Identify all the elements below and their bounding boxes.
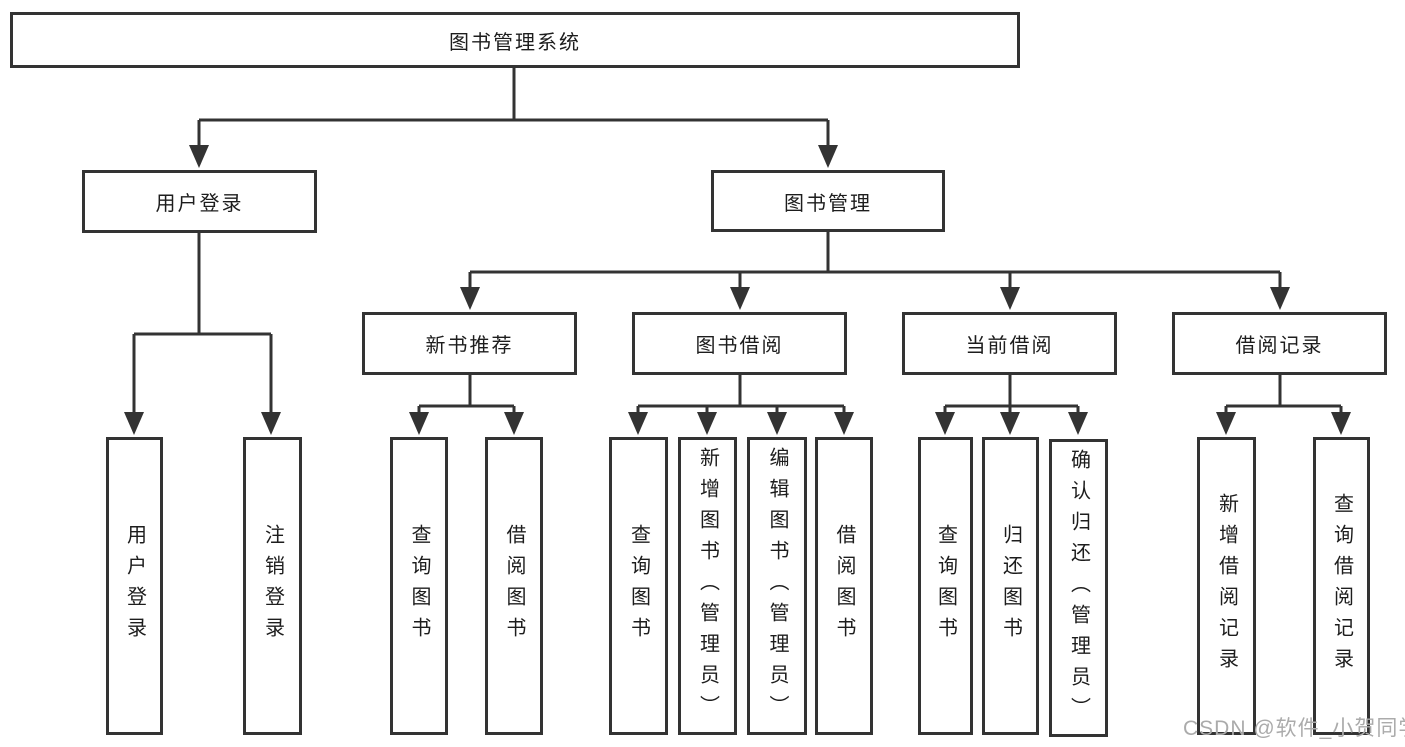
node-library-system: 图书管理系统 <box>10 12 1020 68</box>
node-book-borrow: 图书借阅 <box>632 312 847 375</box>
leaf-borrow-books-recommend: 借阅图书 <box>485 437 543 735</box>
leaf-edit-book-admin: 编辑图书（管理员） <box>747 437 807 735</box>
leaf-query-books-current: 查询图书 <box>918 437 973 735</box>
leaf-return-books: 归还图书 <box>982 437 1039 735</box>
leaf-query-borrow-record: 查询借阅记录 <box>1313 437 1370 735</box>
node-user-login: 用户登录 <box>82 170 317 233</box>
leaf-logout: 注销登录 <box>243 437 302 735</box>
leaf-add-borrow-record: 新增借阅记录 <box>1197 437 1256 735</box>
node-current-borrow: 当前借阅 <box>902 312 1117 375</box>
leaf-borrow-books-borrow: 借阅图书 <box>815 437 873 735</box>
leaf-add-book-admin: 新增图书（管理员） <box>678 437 737 735</box>
leaf-user-login: 用户登录 <box>106 437 163 735</box>
node-borrow-records: 借阅记录 <box>1172 312 1387 375</box>
leaf-query-books-recommend: 查询图书 <box>390 437 448 735</box>
node-new-book-recommend: 新书推荐 <box>362 312 577 375</box>
node-book-management: 图书管理 <box>711 170 945 232</box>
leaf-query-books-borrow: 查询图书 <box>609 437 668 735</box>
leaf-confirm-return-admin: 确认归还（管理员） <box>1049 439 1108 737</box>
watermark: CSDN @软件_小贺同学 <box>1183 717 1405 740</box>
